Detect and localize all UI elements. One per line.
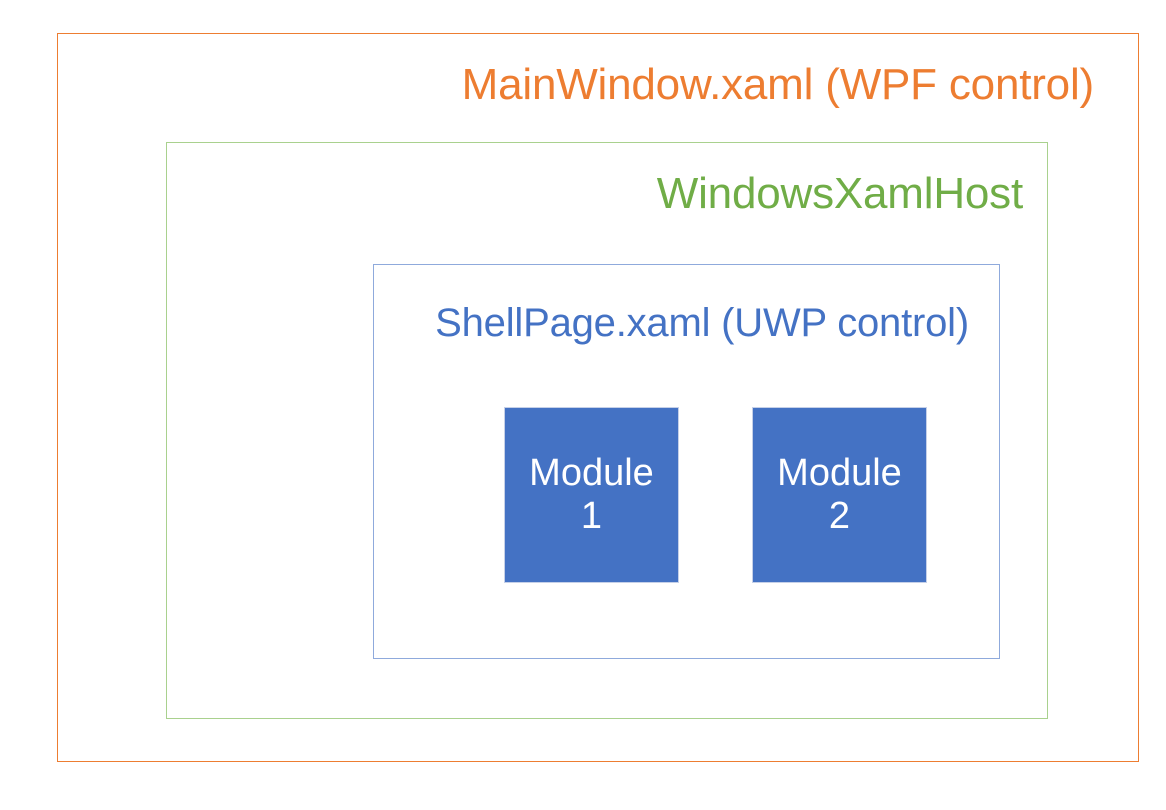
module-tile-1-name: Module [529,452,654,495]
module-tile-2: Module 2 [752,407,927,583]
module-tile-2-name: Module [777,452,902,495]
shellpage-uwp-container: ShellPage.xaml (UWP control) Module 1 Mo… [373,264,1000,659]
module-tile-1-number: 1 [580,495,603,537]
module-tile-2-number: 2 [828,495,851,537]
mainwindow-wpf-container: MainWindow.xaml (WPF control) WindowsXam… [57,33,1139,762]
shellpage-uwp-label: ShellPage.xaml (UWP control) [435,301,969,345]
windowsxamlhost-container: WindowsXamlHost ShellPage.xaml (UWP cont… [166,142,1048,719]
mainwindow-wpf-label: MainWindow.xaml (WPF control) [461,60,1095,109]
windowsxamlhost-label: WindowsXamlHost [656,169,1023,218]
module-tile-1: Module 1 [504,407,679,583]
